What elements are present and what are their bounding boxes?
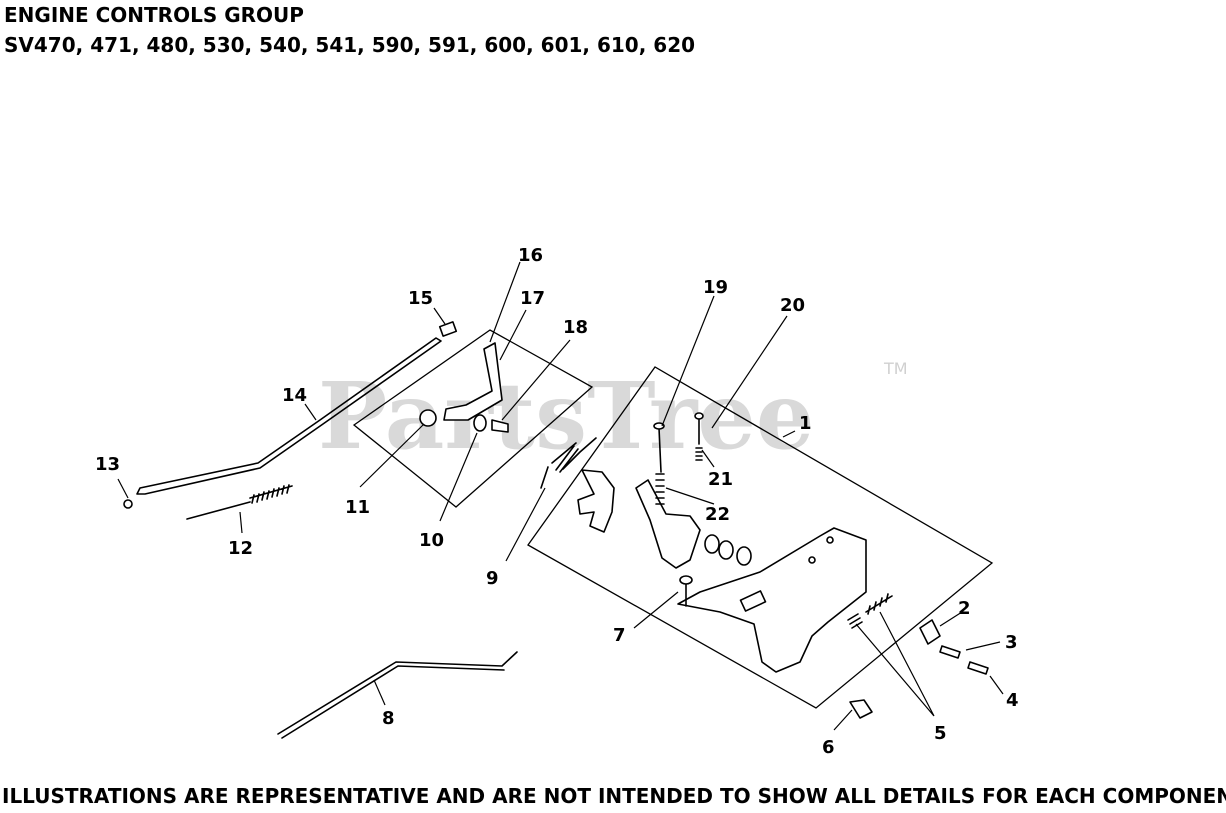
callout-11: 11 xyxy=(345,497,370,518)
model-list: SV470, 471, 480, 530, 540, 541, 590, 591… xyxy=(4,33,696,57)
watermark-trademark: TM xyxy=(883,359,908,378)
callout-22: 22 xyxy=(705,504,730,525)
control-bracket xyxy=(677,527,867,673)
callout-18: 18 xyxy=(563,317,588,338)
adjusting-spring xyxy=(655,473,665,505)
callout-6: 6 xyxy=(822,737,835,758)
callout-12: 12 xyxy=(228,538,253,559)
callout-14: 14 xyxy=(282,385,307,406)
sub-assembly-box-bracket xyxy=(527,366,994,709)
bracket-screw-head xyxy=(679,575,693,585)
washer-c xyxy=(736,546,752,566)
callout-16: 16 xyxy=(518,245,543,266)
ground-screw xyxy=(967,661,989,675)
disclaimer-footer: ILLUSTRATIONS ARE REPRESENTATIVE AND ARE… xyxy=(2,784,1226,808)
washer-b xyxy=(718,540,734,560)
callout-8: 8 xyxy=(382,708,395,729)
sub-assembly-box-throttle xyxy=(352,329,594,508)
cable-clamp xyxy=(438,321,458,337)
washer-a xyxy=(704,534,720,554)
diagram-title-block: ENGINE CONTROLS GROUP SV470, 471, 480, 5… xyxy=(4,0,695,60)
callout-10: 10 xyxy=(419,530,444,551)
callout-13: 13 xyxy=(95,454,120,475)
callout-19: 19 xyxy=(703,277,728,298)
callout-20: 20 xyxy=(780,295,805,316)
throttle-lever xyxy=(443,342,503,421)
callout-17: 17 xyxy=(520,288,545,309)
shoulder-screw xyxy=(491,419,509,433)
clip-screw xyxy=(939,645,961,659)
callout-1: 1 xyxy=(799,413,812,434)
choke-rod xyxy=(277,651,518,739)
adjusting-screw-head xyxy=(653,422,665,430)
idle-screw-head xyxy=(694,412,704,420)
long-spring xyxy=(865,593,893,615)
callout-2: 2 xyxy=(958,598,971,619)
idle-spring xyxy=(695,447,703,461)
rod-clip xyxy=(123,499,133,509)
callout-21: 21 xyxy=(708,469,733,490)
adjusting-screw xyxy=(658,427,662,473)
cable-clip xyxy=(919,619,941,645)
bracket-hole-b xyxy=(826,536,834,544)
callout-4: 4 xyxy=(1006,690,1019,711)
choke-lever xyxy=(635,479,701,569)
diagram-title: ENGINE CONTROLS GROUP xyxy=(4,3,304,27)
extension-spring xyxy=(249,484,293,504)
governor-lever xyxy=(577,469,615,533)
callout-3: 3 xyxy=(1005,632,1018,653)
spring-wire xyxy=(186,501,251,520)
callout-15: 15 xyxy=(408,288,433,309)
governor-spring xyxy=(540,437,597,489)
callout-7: 7 xyxy=(613,625,626,646)
callout-9: 9 xyxy=(486,568,499,589)
bracket-slot xyxy=(739,590,767,612)
lock-nut xyxy=(419,409,437,427)
callout-5: 5 xyxy=(934,723,947,744)
hex-bolt xyxy=(849,699,873,719)
bracket-hole-a xyxy=(808,556,816,564)
short-spring xyxy=(847,613,863,629)
leader-lines xyxy=(117,261,1004,731)
throttle-rod xyxy=(136,337,442,495)
friction-washer xyxy=(473,414,487,432)
